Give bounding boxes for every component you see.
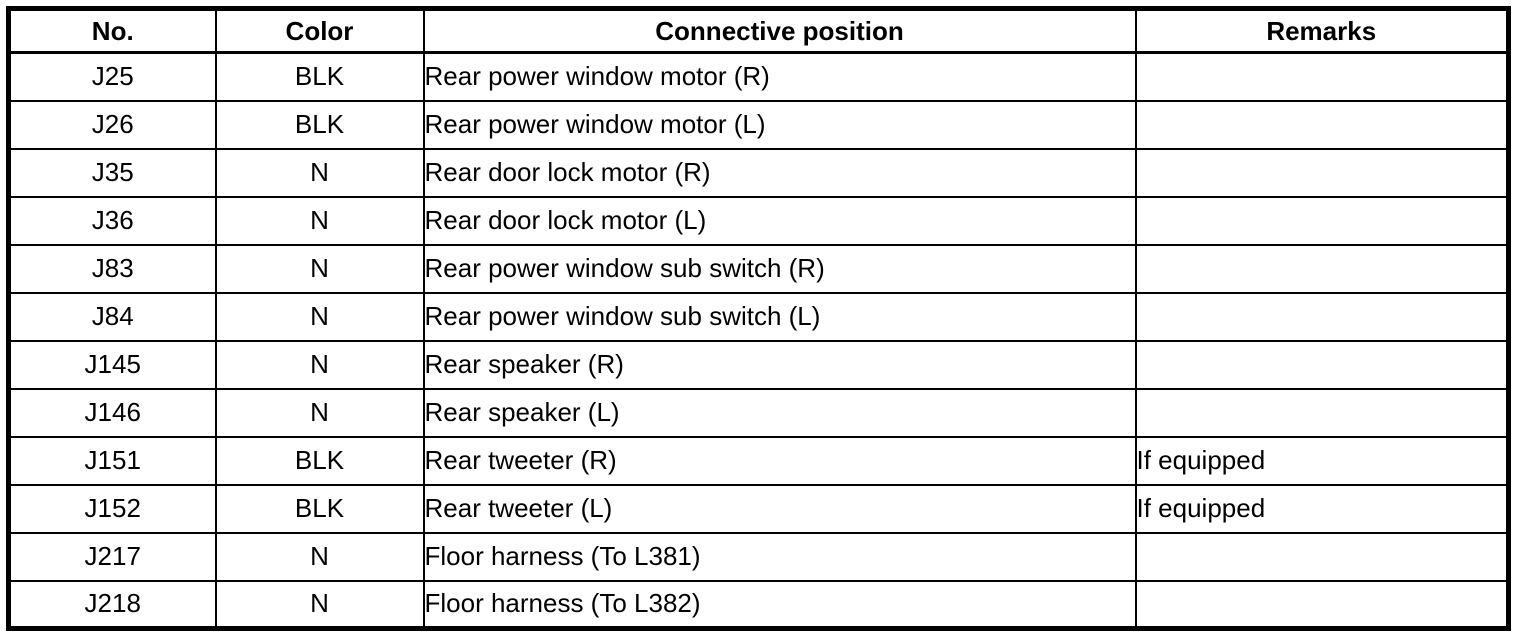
cell-no: J26 [7, 99, 217, 150]
table-row: J217 N Floor harness (To L381) [7, 531, 1510, 582]
cell-color: BLK [214, 483, 425, 534]
header-cell-connective-position: Connective position [422, 7, 1137, 54]
header-row: No. Color Connective position Remarks [7, 7, 1510, 54]
cell-color: BLK [214, 51, 425, 102]
header-cell-no: No. [7, 7, 217, 54]
cell-position: Floor harness (To L382) [422, 579, 1137, 630]
table-row: J84 N Rear power window sub switch (L) [7, 291, 1510, 342]
cell-color: N [214, 147, 425, 198]
cell-position: Rear power window motor (L) [422, 99, 1137, 150]
cell-remarks [1134, 387, 1510, 438]
cell-position: Rear door lock motor (R) [422, 147, 1137, 198]
cell-position: Rear power window sub switch (R) [422, 243, 1137, 294]
cell-remarks: If equipped [1134, 435, 1510, 486]
cell-position: Rear tweeter (R) [422, 435, 1137, 486]
cell-remarks [1134, 243, 1510, 294]
table-row: J36 N Rear door lock motor (L) [7, 195, 1510, 246]
cell-no: J218 [7, 579, 217, 630]
cell-no: J146 [7, 387, 217, 438]
table-row: J35 N Rear door lock motor (R) [7, 147, 1510, 198]
cell-no: J217 [7, 531, 217, 582]
cell-remarks [1134, 291, 1510, 342]
cell-remarks [1134, 339, 1510, 390]
connector-table: No. Color Connective position Remarks J2… [6, 6, 1511, 631]
cell-position: Rear speaker (R) [422, 339, 1137, 390]
cell-color: N [214, 243, 425, 294]
table-row: J26 BLK Rear power window motor (L) [7, 99, 1510, 150]
cell-position: Rear door lock motor (L) [422, 195, 1137, 246]
table-row: J25 BLK Rear power window motor (R) [7, 51, 1510, 102]
cell-remarks [1134, 99, 1510, 150]
table-row: J218 N Floor harness (To L382) [7, 579, 1510, 630]
cell-no: J152 [7, 483, 217, 534]
cell-color: N [214, 531, 425, 582]
cell-remarks [1134, 531, 1510, 582]
table-row: J152 BLK Rear tweeter (L) If equipped [7, 483, 1510, 534]
cell-position: Floor harness (To L381) [422, 531, 1137, 582]
table-row: J83 N Rear power window sub switch (R) [7, 243, 1510, 294]
cell-remarks: If equipped [1134, 483, 1510, 534]
table-row: J151 BLK Rear tweeter (R) If equipped [7, 435, 1510, 486]
cell-position: Rear tweeter (L) [422, 483, 1137, 534]
header-cell-remarks: Remarks [1134, 7, 1510, 54]
header-cell-color: Color [214, 7, 425, 54]
cell-remarks [1134, 579, 1510, 630]
cell-no: J151 [7, 435, 217, 486]
cell-no: J35 [7, 147, 217, 198]
cell-position: Rear power window motor (R) [422, 51, 1137, 102]
cell-position: Rear power window sub switch (L) [422, 291, 1137, 342]
table-row: J146 N Rear speaker (L) [7, 387, 1510, 438]
table-body: J25 BLK Rear power window motor (R) J26 … [7, 51, 1510, 630]
cell-position: Rear speaker (L) [422, 387, 1137, 438]
cell-color: N [214, 579, 425, 630]
cell-no: J84 [7, 291, 217, 342]
table-row: J145 N Rear speaker (R) [7, 339, 1510, 390]
cell-remarks [1134, 195, 1510, 246]
cell-no: J36 [7, 195, 217, 246]
cell-color: BLK [214, 435, 425, 486]
table-header: No. Color Connective position Remarks [7, 7, 1510, 54]
cell-no: J83 [7, 243, 217, 294]
cell-remarks [1134, 147, 1510, 198]
cell-no: J145 [7, 339, 217, 390]
cell-color: N [214, 291, 425, 342]
cell-remarks [1134, 51, 1510, 102]
cell-no: J25 [7, 51, 217, 102]
cell-color: N [214, 387, 425, 438]
cell-color: BLK [214, 99, 425, 150]
cell-color: N [214, 195, 425, 246]
cell-color: N [214, 339, 425, 390]
